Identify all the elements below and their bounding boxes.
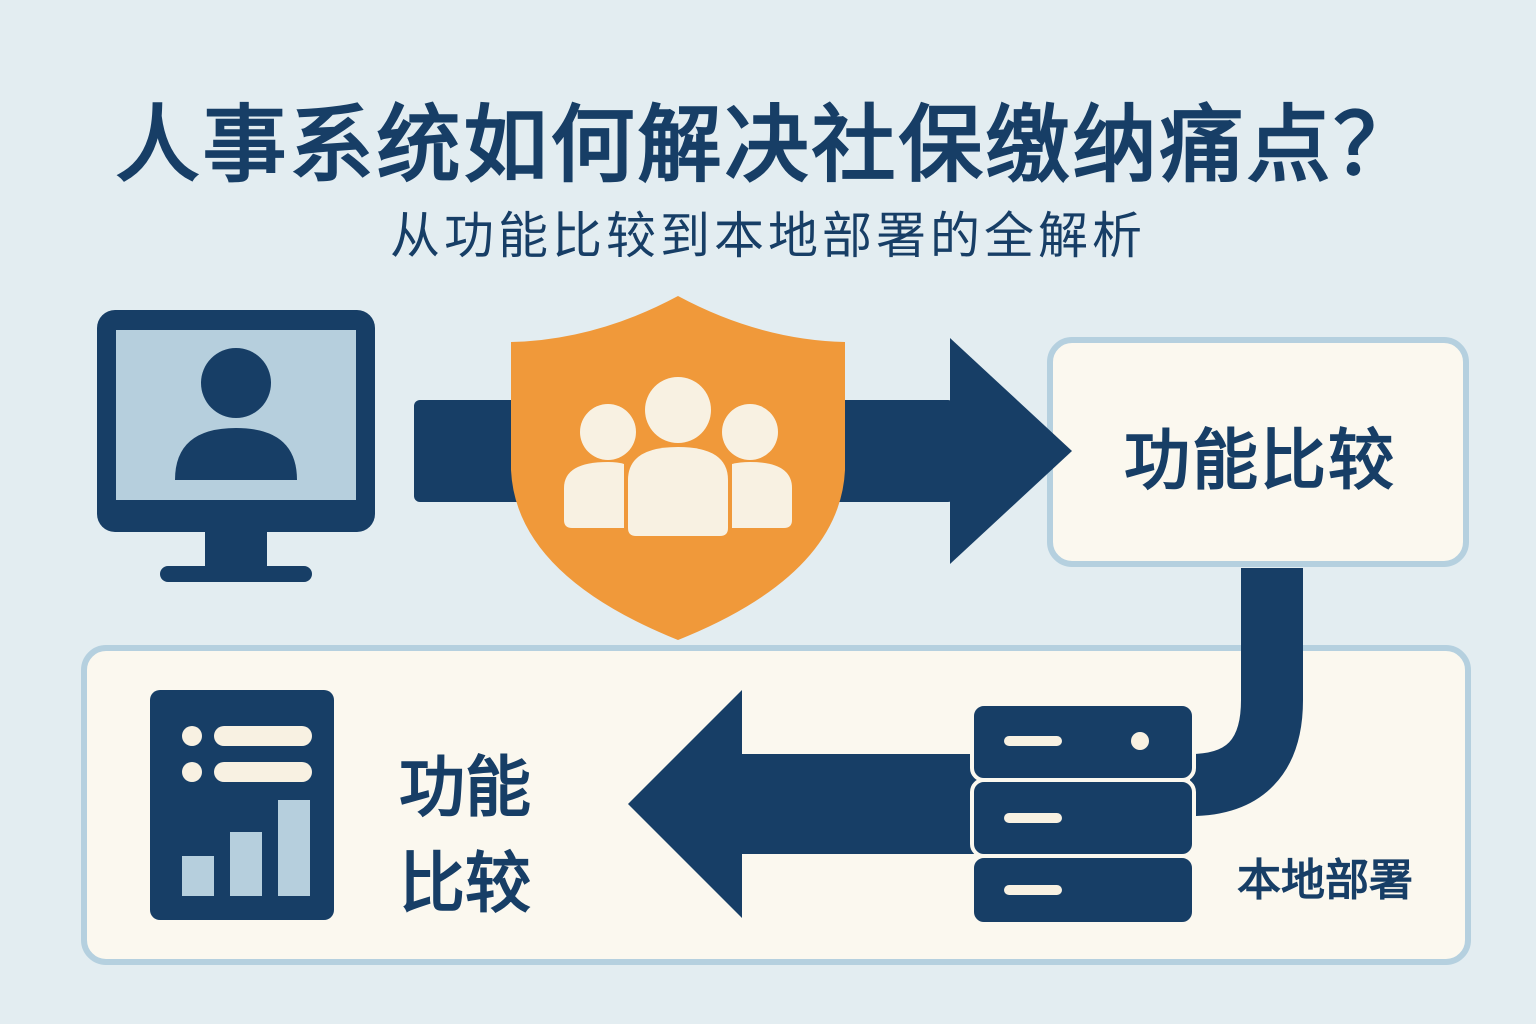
- feature-compare-label-top: 功能比较: [1124, 422, 1396, 499]
- curved-connector: [1188, 568, 1303, 816]
- page-subtitle: 从功能比较到本地部署的全解析: [390, 207, 1146, 265]
- feature-compare-label-bottom: 功能 比较: [380, 740, 550, 932]
- feature-compare-line-1: 功能: [399, 749, 531, 826]
- left-arrow: [628, 690, 980, 918]
- feature-compare-line-2: 比较: [399, 845, 531, 922]
- local-deploy-label: 本地部署: [1237, 855, 1413, 906]
- shield-team-icon: [511, 296, 845, 640]
- report-chart-icon: [150, 690, 334, 920]
- server-stack-icon: [970, 702, 1196, 926]
- monitor-user-icon: [97, 310, 375, 582]
- page-title: 人事系统如何解决社保缴纳痛点？: [115, 96, 1421, 194]
